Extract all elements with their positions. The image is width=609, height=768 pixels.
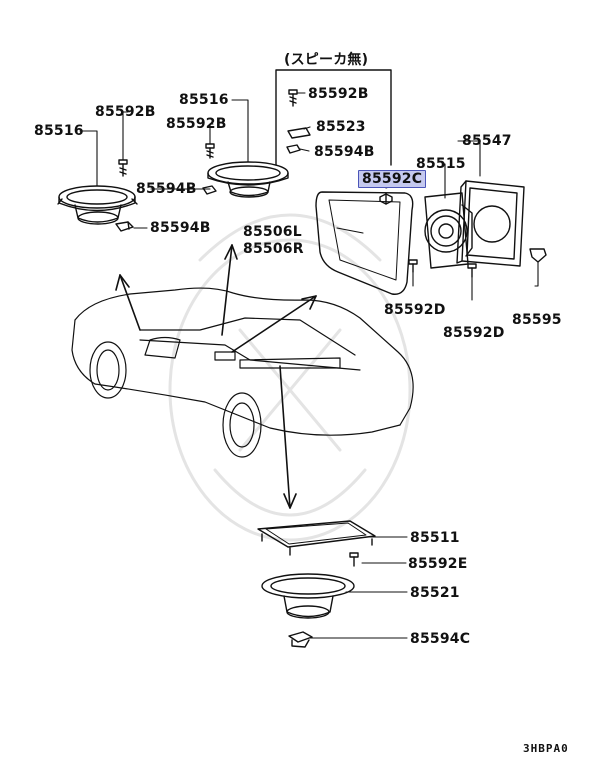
part-label-85516[interactable]: 85516 bbox=[179, 92, 229, 108]
part-label-85595[interactable]: 85595 bbox=[512, 312, 562, 328]
screw-85592b-left bbox=[118, 159, 128, 177]
part-label-85592b[interactable]: 85592B bbox=[308, 86, 369, 102]
clip-85594b-left bbox=[115, 221, 134, 232]
part-label-85521[interactable]: 85521 bbox=[410, 585, 460, 601]
part-label-85594b[interactable]: 85594B bbox=[150, 220, 211, 236]
watermark-emblem bbox=[168, 213, 412, 542]
screw-85592c bbox=[379, 193, 393, 205]
car-body bbox=[71, 287, 414, 458]
screw-85592b-group bbox=[288, 89, 298, 107]
part-label-85592b[interactable]: 85592B bbox=[166, 116, 227, 132]
part-label-85547[interactable]: 85547 bbox=[462, 133, 512, 149]
part-label-85516[interactable]: 85516 bbox=[34, 123, 84, 139]
part-label-85592b[interactable]: 85592B bbox=[95, 104, 156, 120]
screw-85592b-middle bbox=[205, 143, 215, 159]
part-label-85506l[interactable]: 85506L bbox=[243, 224, 302, 240]
clip-85594b-middle bbox=[202, 185, 217, 195]
screw-85592d-right bbox=[467, 263, 477, 278]
fastener-85595 bbox=[529, 248, 547, 263]
part-label-85592d[interactable]: 85592D bbox=[443, 325, 505, 341]
no-speaker-group-bracket bbox=[275, 69, 392, 166]
front-door-speaker bbox=[207, 161, 289, 198]
part-label-85523[interactable]: 85523 bbox=[316, 119, 366, 135]
screw-85592e bbox=[349, 552, 359, 567]
location-arrows bbox=[115, 244, 317, 509]
part-label-85515[interactable]: 85515 bbox=[416, 156, 466, 172]
part-label-85594c[interactable]: 85594C bbox=[410, 631, 471, 647]
screw-85592d-left bbox=[408, 259, 418, 273]
part-label-85592c-highlighted[interactable]: 85592C bbox=[358, 170, 427, 188]
part-label-85511[interactable]: 85511 bbox=[410, 530, 460, 546]
part-label-85506r[interactable]: 85506R bbox=[243, 241, 304, 257]
grille-85506 bbox=[315, 191, 414, 295]
part-label-85594b[interactable]: 85594B bbox=[136, 181, 197, 197]
part-label-85592e[interactable]: 85592E bbox=[408, 556, 468, 572]
clip-85594c bbox=[288, 631, 313, 648]
grille-85511 bbox=[257, 520, 376, 556]
box-85547 bbox=[456, 180, 525, 267]
group-caption-no-speaker: (スピーカ無) bbox=[284, 52, 369, 68]
left-rear-speaker bbox=[57, 185, 138, 225]
speaker-85521 bbox=[261, 573, 355, 619]
diagram-code: 3HBPA0 bbox=[523, 742, 569, 755]
part-label-85592d[interactable]: 85592D bbox=[384, 302, 446, 318]
clip-85594b-group bbox=[286, 144, 301, 154]
plate-85523 bbox=[287, 127, 311, 139]
part-label-85594b[interactable]: 85594B bbox=[314, 144, 375, 160]
